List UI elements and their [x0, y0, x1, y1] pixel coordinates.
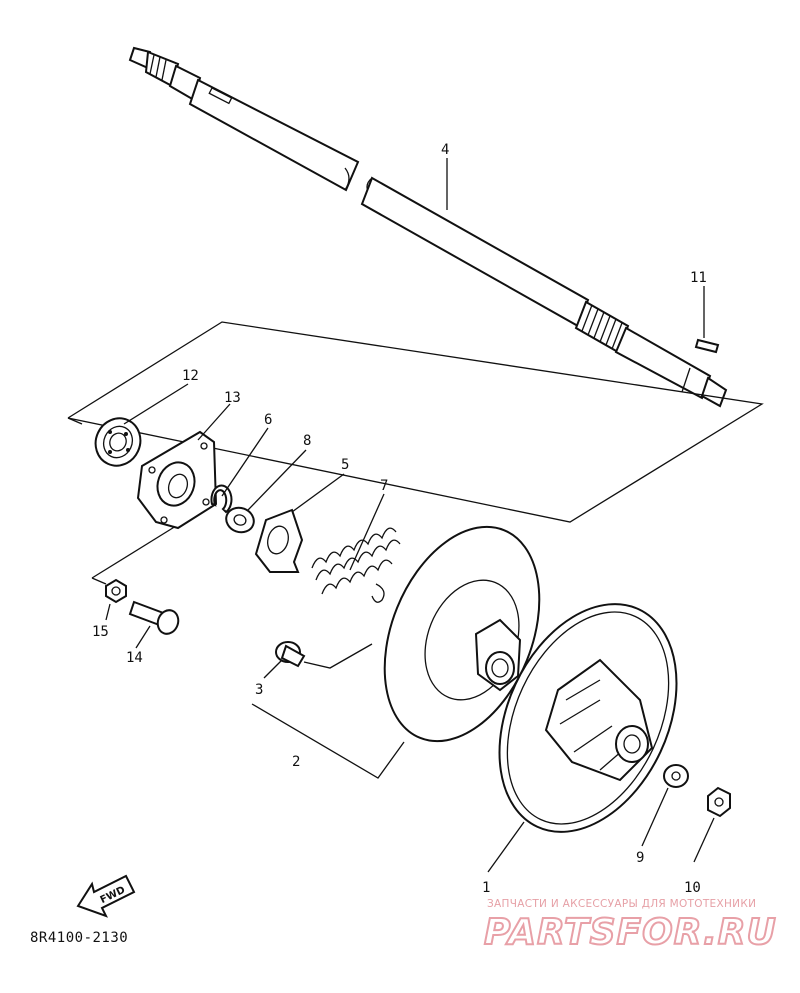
spring [311, 527, 401, 603]
assembly-bracket-lines [67, 321, 764, 585]
callout-2: 2 [292, 754, 300, 770]
callout-14: 14 [126, 650, 143, 666]
callout-8: 8 [303, 433, 311, 449]
callout-4: 4 [441, 142, 449, 158]
callout-13: 13 [224, 390, 241, 406]
callout-3: 3 [255, 682, 263, 698]
callout-9: 9 [636, 850, 644, 866]
leader-lines [105, 158, 715, 873]
bearing [94, 417, 142, 467]
callout-5: 5 [341, 457, 349, 473]
bushing [225, 506, 255, 534]
pin-slider [275, 641, 306, 668]
watermark-brand: PARTSFOR.RU [483, 911, 777, 954]
callout-6: 6 [264, 412, 272, 428]
key [694, 338, 720, 354]
nut-small [105, 578, 127, 604]
callout-10: 10 [684, 880, 701, 896]
washer [663, 764, 689, 788]
circlip [210, 484, 233, 514]
callout-11: 11 [690, 270, 707, 286]
shaft [128, 46, 728, 408]
callout-7: 7 [380, 478, 388, 494]
bolt [128, 600, 180, 635]
sliding-sheave [383, 525, 541, 743]
cam [254, 508, 304, 573]
callout-12: 12 [182, 368, 199, 384]
bearing-housing [136, 430, 218, 530]
watermark-tagline: ЗАПЧАСТИ И АКСЕССУАРЫ ДЛЯ МОТОТЕХНИКИ [487, 898, 757, 910]
fwd-arrow: FWD [76, 874, 136, 918]
callout-15: 15 [92, 624, 109, 640]
nut-large [707, 786, 731, 818]
fixed-sheave [498, 603, 678, 833]
drawing-code: 8R4100-2130 [30, 930, 129, 946]
callout-1: 1 [482, 880, 490, 896]
callout-labels: 1 2 3 4 5 6 7 8 9 10 11 12 13 14 15 [92, 142, 707, 896]
